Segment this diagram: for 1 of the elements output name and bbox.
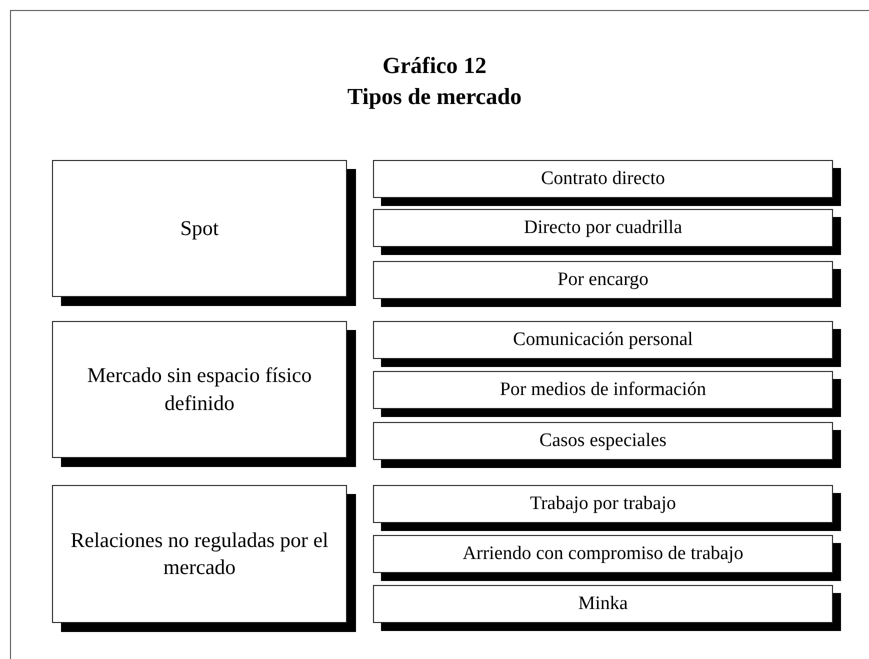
diagram-title: Gráfico 12 Tipos de mercado (346, 52, 523, 111)
